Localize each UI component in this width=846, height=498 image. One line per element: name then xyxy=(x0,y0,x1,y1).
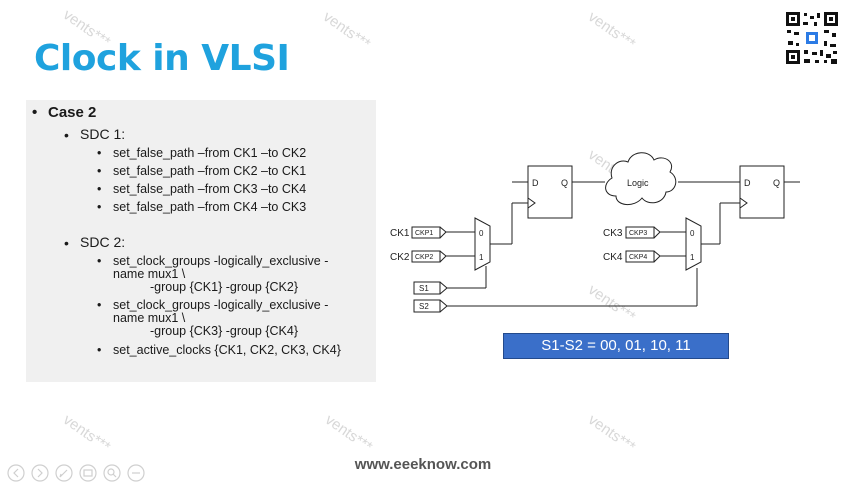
ck1-label: CK1 xyxy=(390,228,410,239)
sdc2-item1-line: set_clock_groups -logically_exclusive - xyxy=(113,254,329,268)
text-panel xyxy=(26,100,376,382)
bullet-dot: • xyxy=(97,164,102,178)
ck3-label: CK3 xyxy=(603,228,623,239)
bullet-dot: • xyxy=(32,104,38,121)
flip-flop-right xyxy=(739,165,785,219)
ff-left-q-label: Q xyxy=(561,178,568,188)
mux-right-1-label: 1 xyxy=(690,253,695,262)
ck4-label: CK4 xyxy=(603,252,623,263)
slides-icon[interactable] xyxy=(79,464,97,482)
mux-right xyxy=(685,217,702,271)
footer-url: www.eeeknow.com xyxy=(354,456,492,473)
ckp2-label: CKP2 xyxy=(415,254,433,261)
bullet-dot: • xyxy=(97,200,102,214)
logic-cloud xyxy=(605,152,677,205)
s2-label: S2 xyxy=(419,302,429,311)
sdc2-heading: SDC 2: xyxy=(80,234,126,250)
sdc2-item2-line: set_clock_groups -logically_exclusive - xyxy=(113,298,329,312)
qr-code-icon xyxy=(784,10,840,66)
ckp1-label: CKP1 xyxy=(415,230,433,237)
sdc2-item2-line: -group {CK3} -group {CK4} xyxy=(150,324,299,338)
more-icon[interactable] xyxy=(127,464,145,482)
bullet-dot: • xyxy=(64,235,69,251)
presentation-nav-controls[interactable] xyxy=(6,462,151,484)
select-combinations-box: S1-S2 = 00, 01, 10, 11 xyxy=(503,333,729,359)
sdc1-heading: SDC 1: xyxy=(80,126,126,142)
bullet-dot: • xyxy=(64,127,69,143)
sdc1-item: set_false_path –from CK2 –to CK1 xyxy=(113,164,307,178)
pen-icon[interactable] xyxy=(55,464,73,482)
sdc2-item2-line: name mux1 \ xyxy=(113,311,186,325)
logic-label: Logic xyxy=(627,178,649,188)
ff-right-q-label: Q xyxy=(773,178,780,188)
bullet-dot: • xyxy=(97,254,102,268)
s1-label: S1 xyxy=(419,284,429,293)
ckp4-label: CKP4 xyxy=(629,254,647,261)
bullet-dot: • xyxy=(97,298,102,312)
ff-left-d-label: D xyxy=(532,178,539,188)
mux-right-0-label: 0 xyxy=(690,229,695,238)
previous-icon[interactable] xyxy=(7,464,25,482)
flip-flop-left xyxy=(527,165,573,219)
next-icon[interactable] xyxy=(31,464,49,482)
sdc1-item: set_false_path –from CK1 –to CK2 xyxy=(113,146,307,160)
ff-right-d-label: D xyxy=(744,178,751,188)
case-heading: Case 2 xyxy=(48,104,97,121)
mux-left-1-label: 1 xyxy=(479,253,484,262)
ck2-label: CK2 xyxy=(390,252,410,263)
sdc2-item3: set_active_clocks {CK1, CK2, CK3, CK4} xyxy=(113,343,341,357)
sdc2-item1-line: name mux1 \ xyxy=(113,267,186,281)
zoom-icon[interactable] xyxy=(103,464,121,482)
mux-left xyxy=(474,217,491,271)
sdc2-item1-line: -group {CK1} -group {CK2} xyxy=(150,280,299,294)
bullet-dot: • xyxy=(97,146,102,160)
bullet-dot: • xyxy=(97,343,102,357)
slide-title: Clock in VLSI xyxy=(34,38,290,79)
ckp3-label: CKP3 xyxy=(629,230,647,237)
sdc1-item: set_false_path –from CK3 –to CK4 xyxy=(113,182,307,196)
bullet-dot: • xyxy=(97,182,102,196)
mux-left-0-label: 0 xyxy=(479,229,484,238)
sdc1-item: set_false_path –from CK4 –to CK3 xyxy=(113,200,307,214)
